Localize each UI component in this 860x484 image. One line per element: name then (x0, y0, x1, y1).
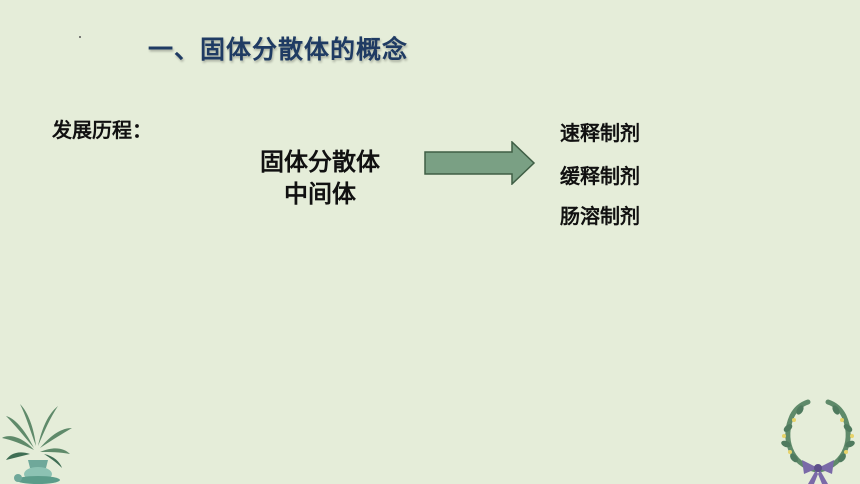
development-label: 发展历程： (52, 118, 152, 142)
center-line-1: 固体分散体 (260, 148, 380, 176)
result-item-enteric: 肠溶制剂 (560, 204, 640, 228)
center-concept: 固体分散体 中间体 (238, 146, 402, 210)
result-item-immediate-release: 速释制剂 (560, 121, 640, 145)
center-line-2: 中间体 (284, 180, 356, 208)
result-item-sustained-release: 缓释制剂 (560, 164, 640, 188)
right-arrow-icon (424, 141, 536, 185)
decorative-dot (79, 36, 81, 38)
potted-plant-icon (2, 404, 72, 484)
wreath-icon (781, 399, 855, 484)
slide-title: 一、固体分散体的概念 (148, 35, 409, 64)
